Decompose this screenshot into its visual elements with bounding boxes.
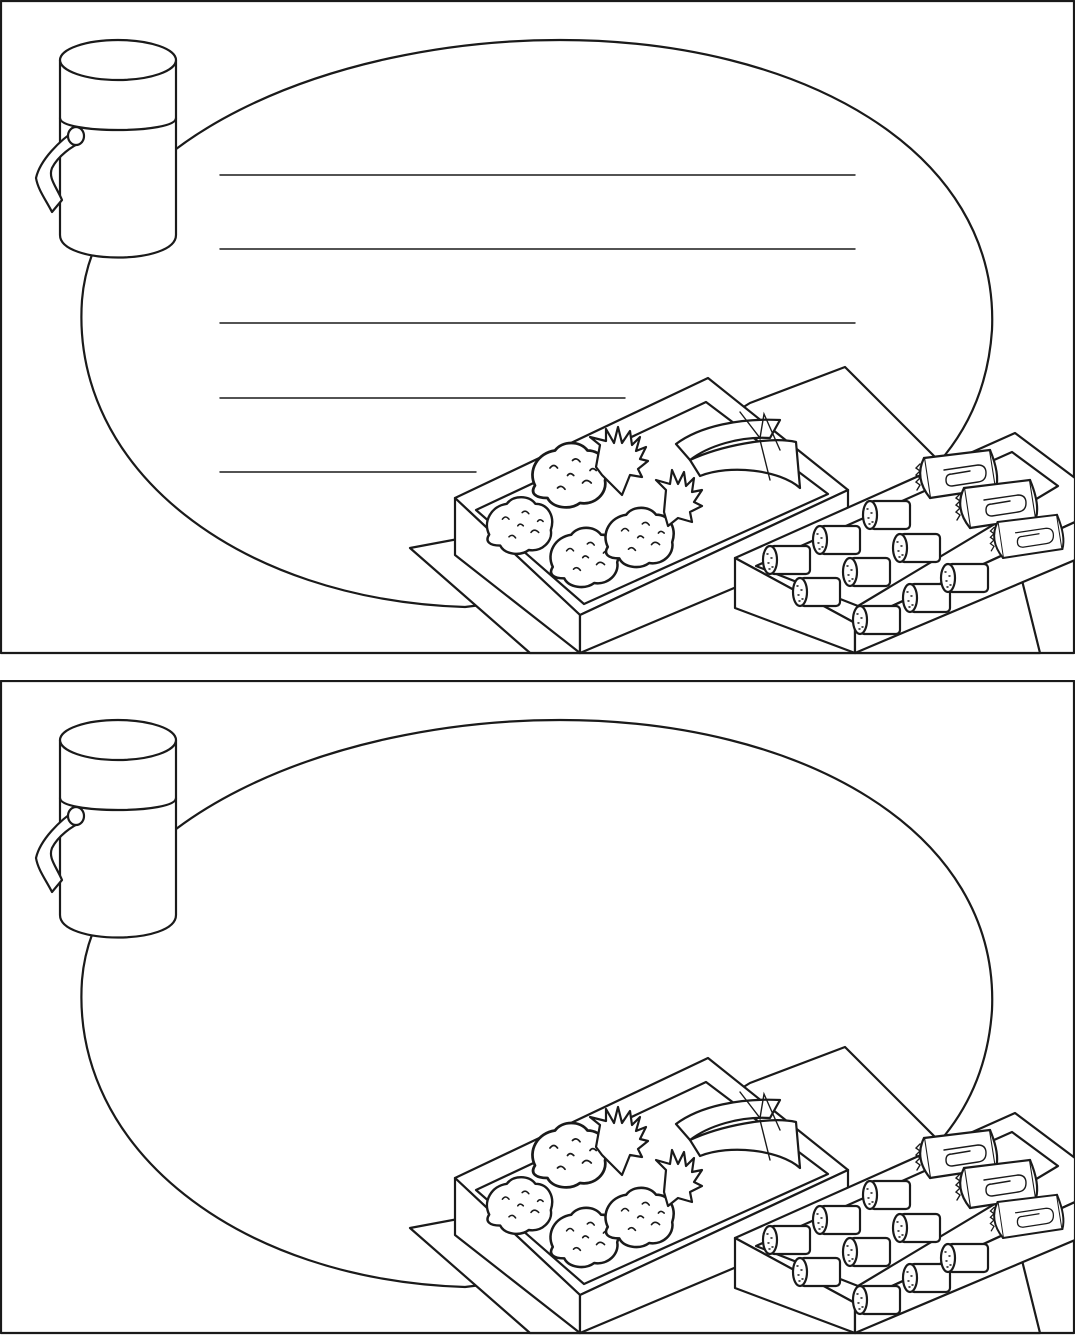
message-card-blank <box>0 680 1075 1335</box>
card-illustration <box>0 0 1075 655</box>
scene-artwork <box>1 1 1075 653</box>
writing-lines <box>219 174 856 473</box>
message-card-lined <box>0 0 1075 655</box>
scene-artwork <box>1 681 1075 1333</box>
card-illustration <box>0 680 1075 1335</box>
